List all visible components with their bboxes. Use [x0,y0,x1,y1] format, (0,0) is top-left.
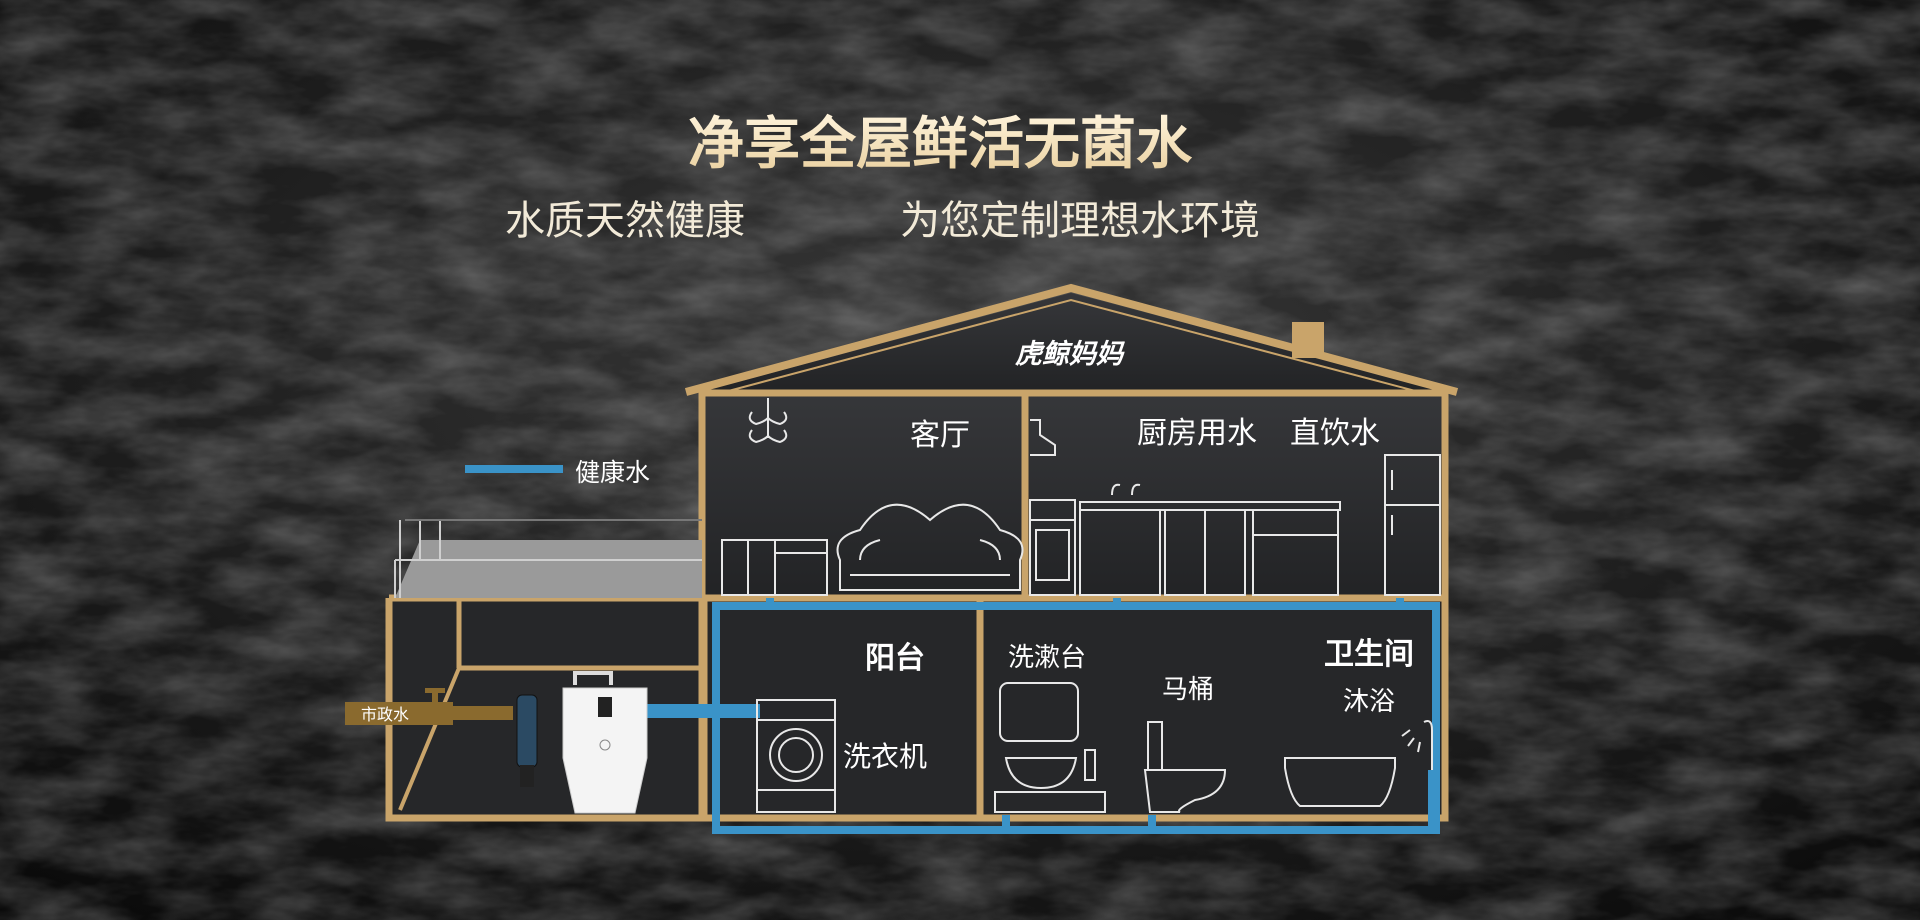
municipal-inlet: 市政水 [345,671,648,814]
washing-machine-label: 洗衣机 [843,740,927,773]
inlet-pipe [345,702,453,725]
refrigerator-icon [1384,454,1441,596]
healthy-water-pipes [640,598,1440,834]
page-title: 净享全屋鲜活无菌水 [688,112,1193,177]
water-purifier-icon [562,671,648,814]
inlet-label: 市政水 [361,705,409,724]
legend: 健康水 [465,458,650,487]
living-room-label: 客厅 [910,418,970,453]
shower-label: 沐浴 [1343,687,1395,717]
balcony-deck [395,540,702,598]
washing-machine-icon [756,699,836,813]
bathtub-icon [1284,757,1396,807]
attic [700,293,1448,392]
chandelier-icon [748,398,788,444]
washbasin-label: 洗漱台 [1008,643,1086,673]
kitchen-counter-icon [1079,483,1341,596]
kitchen: 厨房用水 直饮水 [1029,416,1441,596]
range-hood-icon [1030,419,1056,456]
drinking-water-label: 直饮水 [1290,416,1380,451]
upper-floor [702,393,1445,598]
legend-label: 健康水 [575,458,650,487]
toilet-icon [1143,721,1227,813]
balcony: 阳台 洗衣机 [756,641,927,813]
brand-logo: 虎鲸妈妈 [1015,339,1125,370]
washbasin-icon [994,682,1106,813]
living-room: 客厅 [721,398,1024,596]
kitchen-label: 厨房用水 [1137,416,1257,451]
roof [684,283,1459,396]
subtitle-left: 水质天然健康 [505,198,745,244]
sofa-icon [836,503,1024,591]
lower-floor [389,598,1445,818]
cabinet-icon [721,539,828,596]
subtitle-right: 为您定制理想水环境 [900,198,1260,244]
toilet-label: 马桶 [1162,675,1214,705]
bathroom: 洗漱台 马桶 卫生间 沐浴 [994,637,1433,813]
balcony-label: 阳台 [865,641,925,676]
house: 虎鲸妈妈 [385,283,1459,822]
balcony-railing [394,519,702,598]
stove-icon [1029,499,1076,596]
shower-icon [1401,720,1433,770]
pre-filter-icon [516,694,538,787]
bathroom-label: 卫生间 [1324,637,1414,672]
